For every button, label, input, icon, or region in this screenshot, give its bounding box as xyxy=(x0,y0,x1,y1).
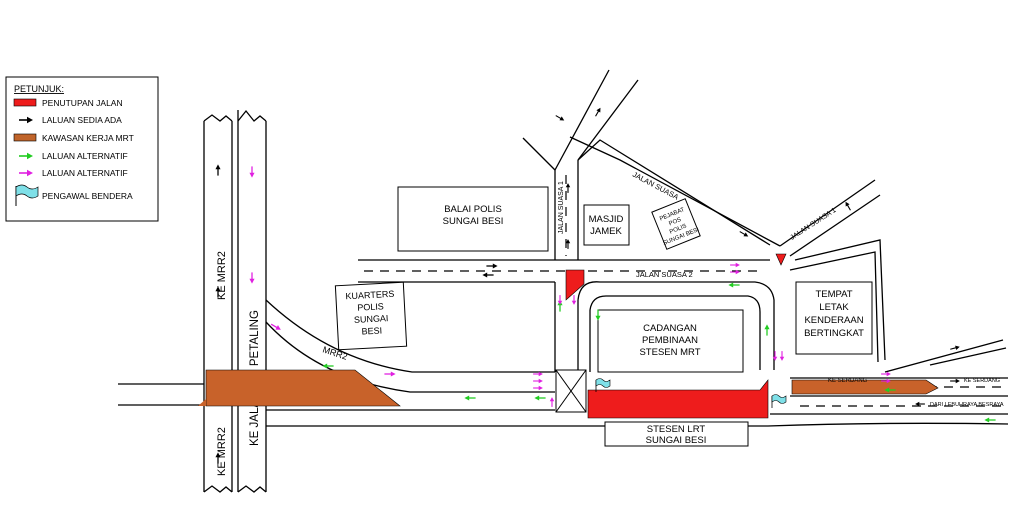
balai-polis-label-line2: SUNGAI BESI xyxy=(443,216,504,227)
alternative-route-green-arrow-icon xyxy=(983,416,997,424)
alternative-route-green-arrow-icon xyxy=(727,281,741,289)
police-quarters-label-line2: POLIS xyxy=(357,301,384,312)
to-serdang-label-2: KE SERDANG xyxy=(964,378,1000,384)
alternative-route-magenta-arrow-icon xyxy=(248,271,256,285)
alternative-route-magenta-arrow-icon xyxy=(532,385,544,391)
parking-label-line2: LETAK xyxy=(819,302,849,313)
jalan-suasa-1-road xyxy=(522,69,881,260)
alternative-route-magenta-arrow-icon xyxy=(549,396,555,408)
mrt-work-zone xyxy=(791,379,939,395)
parking-label-line1: TEMPAT xyxy=(815,289,852,300)
flag-marshal-icon xyxy=(595,378,611,392)
road-closure-swatch xyxy=(13,98,37,107)
alternative-route-green-arrow-icon xyxy=(463,394,477,402)
masjid-jamek-building xyxy=(583,204,630,246)
legend-item-mrt-work-zone: KAWASAN KERJA MRT xyxy=(42,133,134,143)
ring-road xyxy=(589,295,761,370)
alternative-route-magenta-arrow-icon xyxy=(571,294,577,306)
police-post-label-line2: POS xyxy=(668,217,682,227)
masjid-jamek-label-line2: JAMEK xyxy=(590,226,622,237)
mrt-site-label-line2: PEMBINAAN xyxy=(642,335,698,346)
alternative-route-magenta-arrow-icon xyxy=(248,165,256,179)
from-besraya-label: DARI LEBUHRAYA BESRAYA xyxy=(930,402,1004,408)
to-serdang-label-1: KE SERDANG xyxy=(828,378,868,384)
existing-route-arrow-icon xyxy=(554,113,566,123)
lrt-station-building xyxy=(604,421,749,447)
jalan-suasa-1-label-vertical: JALAN SUASA 1 xyxy=(558,181,565,234)
jalan-suasa-2-label: JALAN SUASA 2 xyxy=(636,270,693,279)
parking-label-line3: KENDERAAN xyxy=(804,315,863,326)
police-quarters-label-line3: SUNGAI xyxy=(354,313,389,325)
alternative-route-magenta-arrow-icon xyxy=(383,370,397,378)
existing-route-arrow-icon xyxy=(949,378,961,384)
legend-title: PETUNJUK: xyxy=(14,84,64,94)
legend-item-alternative-route-green: LALUAN ALTERNATIF xyxy=(42,151,128,161)
legend-item-road-closure: PENUTUPAN JALAN xyxy=(42,98,123,108)
police-quarters-label-line1: KUARTERS xyxy=(345,289,394,302)
road-closure-zone xyxy=(565,269,585,301)
mrt-work-zone-swatch xyxy=(13,133,37,142)
parking-access-road xyxy=(789,251,879,363)
flag-marshal-icon xyxy=(15,184,39,206)
mrt-site-label-line3: STESEN MRT xyxy=(639,347,700,358)
flag-marshal-icon xyxy=(771,394,787,408)
mrt-work-zone xyxy=(205,369,401,407)
road-closure-zone xyxy=(587,379,769,419)
crossed-structure xyxy=(555,369,587,413)
to-mrr2-label-south: KE MRR2 xyxy=(216,427,228,476)
alternative-route-magenta-arrow-icon xyxy=(880,371,892,377)
balai-polis-building xyxy=(397,186,549,252)
ring-road xyxy=(577,281,775,370)
parking-label-line4: BERTINGKAT xyxy=(804,328,864,339)
existing-route-arrow-icon xyxy=(485,262,499,270)
vertical-highway xyxy=(203,109,267,493)
jalan-suasa-1-label-right: JALAN SUASA 1 xyxy=(789,207,837,242)
jalan-suasa-2-road xyxy=(358,259,770,372)
lrt-station-label-line2: SUNGAI BESI xyxy=(646,435,707,446)
alternative-route-magenta-arrow-icon xyxy=(729,262,741,268)
alternative-route-magenta-arrow-icon xyxy=(779,350,785,362)
alternative-route-green-arrow-icon xyxy=(763,323,771,337)
mrt-work-zone xyxy=(198,399,206,406)
parking-access-road xyxy=(794,239,886,361)
existing-route-arrow-icon xyxy=(949,344,961,352)
mrt-station-site xyxy=(597,309,744,373)
existing-route-arrow-icon xyxy=(214,163,222,177)
to-mrr2-label-north: KE MRR2 xyxy=(216,251,228,300)
police-quarters-building: KUARTERS POLIS SUNGAI BESI xyxy=(334,281,408,351)
legend-item-existing-route: LALUAN SEDIA ADA xyxy=(42,115,122,125)
legend-panel: PETUNJUK: PENUTUPAN JALAN LALUAN SEDIA A… xyxy=(5,76,159,222)
mrt-site-label-line1: CADANGAN xyxy=(643,323,697,334)
balai-polis-label-line1: BALAI POLIS xyxy=(444,204,502,215)
existing-route-arrow-icon xyxy=(481,271,495,279)
police-quarters-label-line4: BESI xyxy=(361,325,382,336)
lrt-station-label-line1: STESEN LRT xyxy=(647,424,706,435)
alternative-route-green-arrow-icon xyxy=(533,394,547,402)
legend-item-alternative-route-magenta: LALUAN ALTERNATIF xyxy=(42,168,128,178)
existing-route-arrow-icon xyxy=(843,200,853,212)
police-post-building: PEJABAT POS POLIS SUNGAI BESI xyxy=(651,198,701,250)
existing-route-arrow-icon xyxy=(593,106,603,118)
legend-item-flag-marshal: PENGAWAL BENDERA xyxy=(42,191,133,201)
alternative-route-magenta-arrow-icon xyxy=(532,378,544,384)
road-closure-zone xyxy=(775,253,787,266)
masjid-jamek-label-line1: MASJID xyxy=(589,214,624,225)
parking-building xyxy=(795,281,873,355)
